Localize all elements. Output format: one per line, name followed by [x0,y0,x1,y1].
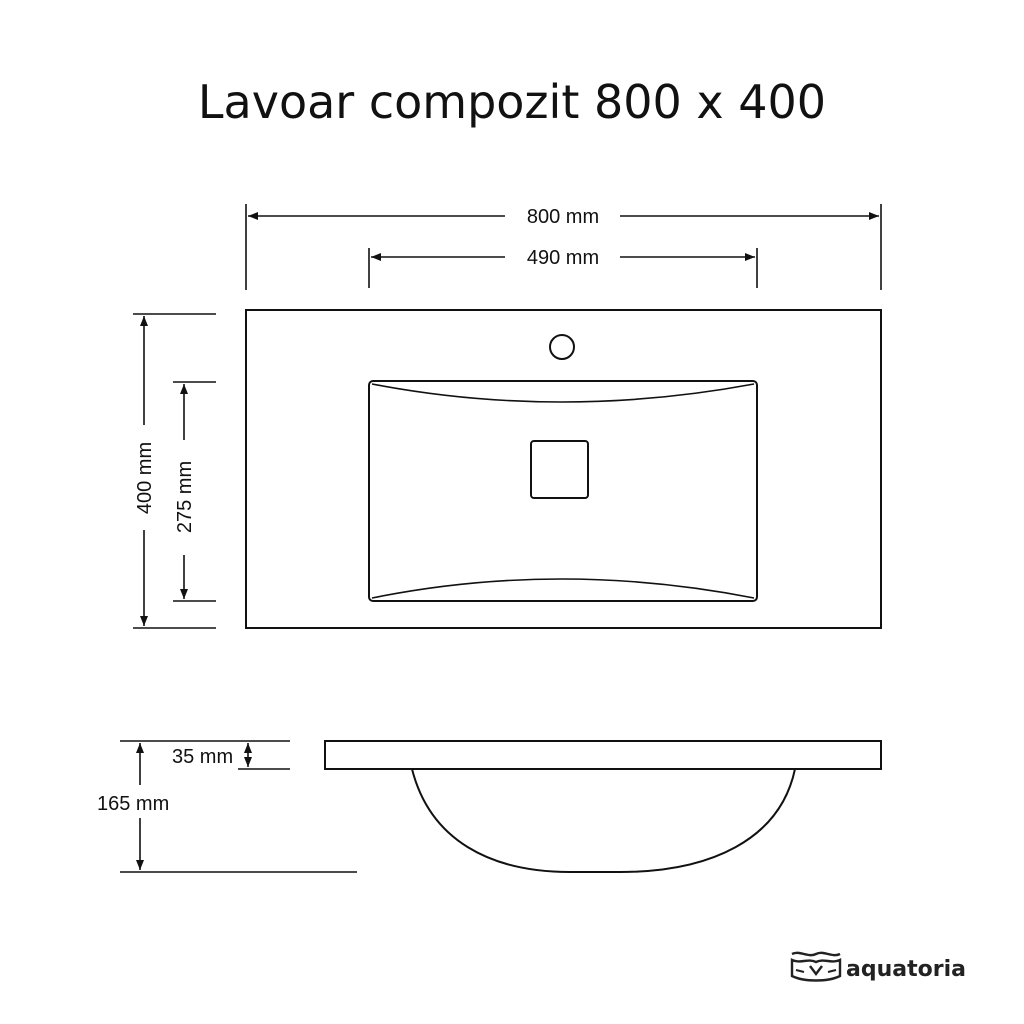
dimension-width-total: 800 mm [248,206,879,228]
brand-name: aquatoria [846,957,966,982]
side-view: 35 mm 165 mm [97,740,882,873]
dimension-label-35: 35 mm [172,746,233,768]
page-title: Lavoar compozit 800 x 400 [198,75,826,129]
dimension-height: 165 mm [97,743,169,870]
bowl-outline [368,380,758,602]
bowl-profile [411,768,796,873]
logo-icon [790,951,842,982]
dimension-label-275: 275 mm [174,461,196,533]
dimension-thickness: 35 mm [172,743,252,768]
dimension-width-bowl: 490 mm [371,247,755,269]
dimension-depth-total: 400 mm [134,316,156,626]
drain [530,440,589,499]
brand-logo: aquatoria [790,951,966,982]
dimension-depth-bowl: 275 mm [174,384,196,599]
dimension-label-490: 490 mm [527,247,599,269]
dimension-label-800: 800 mm [527,206,599,228]
slab-outline-side [324,740,882,770]
basin-outline-top [245,309,882,629]
dimension-label-400: 400 mm [134,442,156,514]
tap-hole [549,334,575,360]
dimension-label-165: 165 mm [97,793,169,815]
top-view: 800 mm 490 mm 400 mm [133,204,882,629]
